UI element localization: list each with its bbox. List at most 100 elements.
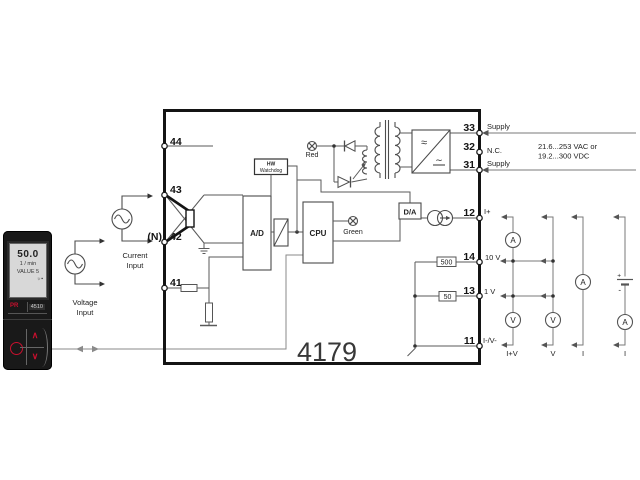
branch-arrow-icon <box>613 342 619 348</box>
unit-model-number: 4179 <box>297 337 357 367</box>
terminal-43 <box>161 191 168 199</box>
terminal-43-number: 43 <box>170 184 182 196</box>
arrow-to-terminal-42-v <box>99 238 105 244</box>
brand-row: PR 4510 <box>8 302 47 314</box>
ammeter-icon <box>504 231 522 249</box>
lcd-status-icons: ☼▪ <box>36 276 43 282</box>
cpu-label: CPU <box>310 229 327 238</box>
supply-arrow-icon <box>482 130 489 136</box>
branch-label: I <box>624 349 626 358</box>
ammeter-letter: A <box>510 236 516 245</box>
neutral-label: (N) <box>147 231 162 243</box>
shunt-resistor-icon <box>185 209 195 228</box>
terminal-12-number: 12 <box>463 207 475 219</box>
branch-arrow-icon <box>571 214 577 220</box>
ok-button[interactable] <box>10 342 23 355</box>
terminal-13-number: 13 <box>463 285 475 297</box>
v1-label: 1 V <box>484 287 495 296</box>
resistor-500-label: 500 <box>441 260 453 267</box>
junction-dot <box>551 294 555 298</box>
supply-arrow-icon <box>482 167 489 173</box>
ammeter-letter: A <box>622 318 628 327</box>
lcd-tag: VALUE 5 <box>16 269 40 275</box>
voltage-source-icon <box>64 240 100 285</box>
terminal-33 <box>476 129 483 137</box>
resistor-50-icon <box>438 291 457 302</box>
terminal-42-number: 42 <box>170 231 182 243</box>
pr-logo: PR <box>10 303 19 309</box>
watchdog-label-2: Watchdog <box>260 168 283 174</box>
terminal-41 <box>161 284 168 292</box>
psu-wires <box>400 132 477 171</box>
terminal-44 <box>161 142 168 150</box>
terminal-11 <box>476 342 483 350</box>
terminal-11-number: 11 <box>464 335 475 347</box>
ac-symbol-icon: ≈ <box>421 137 427 149</box>
terminal-circles <box>161 129 483 350</box>
watchdog-wires <box>270 165 411 232</box>
display-unit-4510: 50.0 1 / min VALUE 5 ☼▪ PR 4510 ∧ ∨ <box>3 231 52 370</box>
voltage-input-label: Voltage <box>72 298 97 307</box>
isolation-diagonal <box>273 218 289 247</box>
terminal-32-number: 32 <box>463 141 475 153</box>
junction-dot <box>551 259 555 263</box>
i-v-minus-label: I-/V- <box>483 336 497 345</box>
i-plus-label: I+ <box>484 207 491 216</box>
terminal-44-number: 44 <box>170 136 182 148</box>
keypad-cross-horizontal <box>20 347 44 348</box>
output-divider-wires <box>407 261 477 357</box>
transformer-icon <box>361 120 401 179</box>
da-converter-block <box>398 202 422 220</box>
arrow-to-terminal-42 <box>147 238 153 244</box>
current-input-label-2: Input <box>127 261 145 270</box>
brand-divider <box>27 302 28 312</box>
terminal-13 <box>476 292 483 300</box>
relay-contact-arrow-icon <box>361 163 366 168</box>
branch-label: I+V <box>506 349 517 358</box>
branch-label: I <box>582 349 584 358</box>
dc-symbol-icon: ∼ <box>435 155 443 165</box>
series-resistor-icon <box>180 284 198 292</box>
battery-icon: + - <box>617 273 633 295</box>
supply-rating-line1: 21.6...253 VAC or <box>538 142 598 151</box>
ammeter-icon <box>574 273 592 291</box>
voltmeter-icon <box>504 311 522 329</box>
cpu-block <box>302 201 334 264</box>
comm-arrow-left-icon <box>76 345 83 353</box>
red-led-icon <box>306 140 318 152</box>
lcd-reading: 50.0 <box>17 249 39 260</box>
resistor-500-icon <box>436 256 457 267</box>
supply-bottom-label: Supply <box>487 159 510 168</box>
keypad-arc <box>36 328 48 367</box>
terminal-32 <box>476 148 483 156</box>
junction-dot <box>511 259 515 263</box>
branch-arrow-icon <box>501 214 507 220</box>
diode-icon <box>343 139 356 153</box>
branch-arrow-icon <box>571 342 577 348</box>
down-arrow-button[interactable]: ∨ <box>31 351 39 361</box>
v10-label: 10 V <box>485 253 500 262</box>
supply-wires <box>487 132 636 171</box>
green-led-label: Green <box>343 229 363 236</box>
supply-rating-line2: 19.2...300 VDC <box>538 152 590 161</box>
red-led-label: Red <box>306 152 319 159</box>
junction-dot <box>511 294 515 298</box>
divider-resistor-icon <box>205 302 213 323</box>
current-arrow-icon <box>446 215 451 221</box>
ammeter-letter: A <box>580 278 586 287</box>
nc-label: N.C. <box>487 146 502 155</box>
branch-arrow-icon <box>501 342 507 348</box>
terminal-42 <box>161 238 168 246</box>
up-arrow-button[interactable]: ∧ <box>31 330 39 340</box>
voltmeter-letter: V <box>510 316 516 325</box>
arrow-to-terminal-41 <box>99 281 105 287</box>
ammeter-icon <box>616 313 634 331</box>
supply-top-label: Supply <box>487 122 510 131</box>
comm-arrow-right-icon <box>92 345 99 353</box>
current-input-label: Current <box>122 251 148 260</box>
battery-plus-label: + <box>617 273 621 280</box>
voltage-rails <box>502 260 553 297</box>
arrow-to-terminal-43 <box>147 193 153 199</box>
